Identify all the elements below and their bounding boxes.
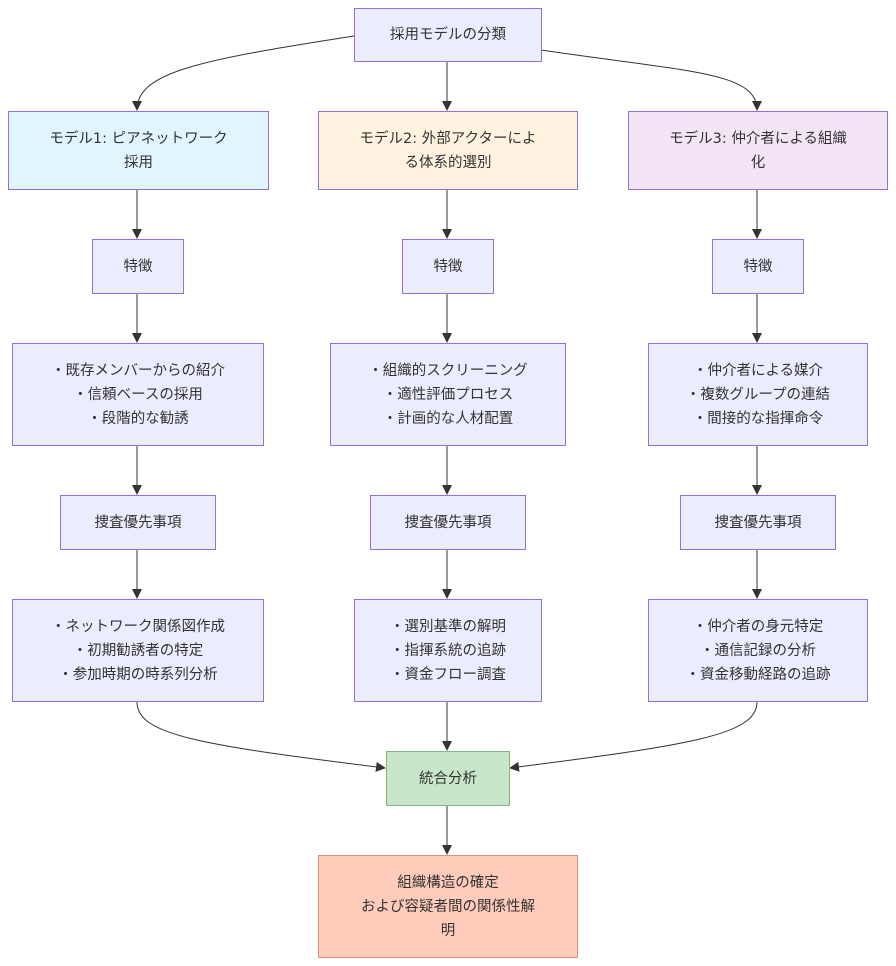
featlist2-item1: ・組織的スクリーニング	[368, 362, 528, 379]
feat1-node: 特徴	[92, 239, 184, 294]
featlist3-item3: ・間接的な指揮命令	[692, 410, 824, 427]
integrate-node: 統合分析	[386, 751, 510, 806]
featlist3-item2: ・複数グループの連結	[685, 386, 831, 403]
feat2-node: 特徴	[402, 239, 494, 294]
priolist1-item2: ・初期勧誘者の特定	[72, 642, 204, 659]
edge-priolist3-integrate	[509, 701, 758, 772]
model1-text-line2: 採用	[124, 154, 153, 171]
prio2-text: 捜査優先事項	[404, 514, 492, 531]
feat3-text: 特徴	[743, 258, 773, 275]
priolist2-item2: ・指揮系統の追跡	[390, 642, 506, 659]
model3-node: モデル3: 仲介者による組織 化	[628, 111, 888, 190]
root-node: 採用モデルの分類	[354, 8, 542, 62]
prio3-text: 捜査優先事項	[714, 514, 802, 531]
priolist2-item1: ・選別基準の解明	[390, 618, 506, 635]
final-text-line1: 組織構造の確定	[397, 874, 499, 891]
priolist1-item1: ・ネットワーク関係図作成	[51, 618, 225, 635]
featlist1-item2: ・信頼ベースの採用	[73, 386, 203, 403]
model2-text-line1: モデル2: 外部アクターによ	[359, 130, 537, 147]
edge-priolist1-integrate	[136, 701, 386, 772]
edge-root-model3	[540, 49, 762, 111]
feat1-text: 特徴	[123, 258, 153, 275]
priolist1-item3: ・参加時期の時系列分析	[58, 666, 218, 683]
feat3-node: 特徴	[712, 239, 804, 294]
prio2-node: 捜査優先事項	[370, 495, 526, 550]
priolist1-node: ・ネットワーク関係図作成 ・初期勧誘者の特定 ・参加時期の時系列分析	[12, 599, 264, 702]
feat2-text: 特徴	[433, 258, 463, 275]
featlist1-item3: ・段階的な勧誘	[87, 410, 189, 427]
priolist3-item1: ・仲介者の身元特定	[692, 618, 824, 635]
prio3-node: 捜査優先事項	[680, 495, 836, 550]
model2-node: モデル2: 外部アクターによ る体系的選別	[318, 111, 578, 190]
prio1-text: 捜査優先事項	[94, 514, 182, 531]
final-text-line2: および容疑者間の関係性解	[361, 898, 535, 915]
root-node-text: 採用モデルの分類	[390, 27, 506, 43]
priolist2-item3: ・資金フロー調査	[390, 666, 506, 683]
featlist2-item2: ・適性評価プロセス	[382, 386, 514, 403]
final-node: 組織構造の確定 および容疑者間の関係性解 明	[318, 855, 578, 958]
edge-root-model1	[132, 35, 355, 111]
featlist2-node: ・組織的スクリーニング ・適性評価プロセス ・計画的な人材配置	[330, 343, 566, 446]
model2-text-line2: る体系的選別	[404, 154, 492, 171]
priolist3-item3: ・資金移動経路の追跡	[685, 666, 831, 683]
featlist3-node: ・仲介者による媒介 ・複数グループの連結 ・間接的な指揮命令	[648, 343, 868, 446]
priolist3-item2: ・通信記録の分析	[700, 642, 816, 659]
model3-text-line1: モデル3: 仲介者による組織	[669, 130, 847, 147]
prio1-node: 捜査優先事項	[60, 495, 216, 550]
featlist3-item1: ・仲介者による媒介	[692, 362, 824, 379]
featlist1-item1: ・既存メンバーからの紹介	[51, 362, 225, 379]
priolist2-node: ・選別基準の解明 ・指揮系統の追跡 ・資金フロー調査	[354, 599, 542, 702]
featlist2-item3: ・計画的な人材配置	[382, 410, 514, 427]
featlist1-node: ・既存メンバーからの紹介 ・信頼ベースの採用 ・段階的な勧誘	[12, 343, 264, 446]
priolist3-node: ・仲介者の身元特定 ・通信記録の分析 ・資金移動経路の追跡	[648, 599, 868, 702]
model1-node: モデル1: ピアネットワーク 採用	[8, 111, 269, 190]
final-text-line3: 明	[440, 922, 456, 939]
model3-text-line2: 化	[750, 154, 766, 171]
integrate-text: 統合分析	[419, 770, 477, 787]
model1-text-line1: モデル1: ピアネットワーク	[49, 130, 228, 147]
